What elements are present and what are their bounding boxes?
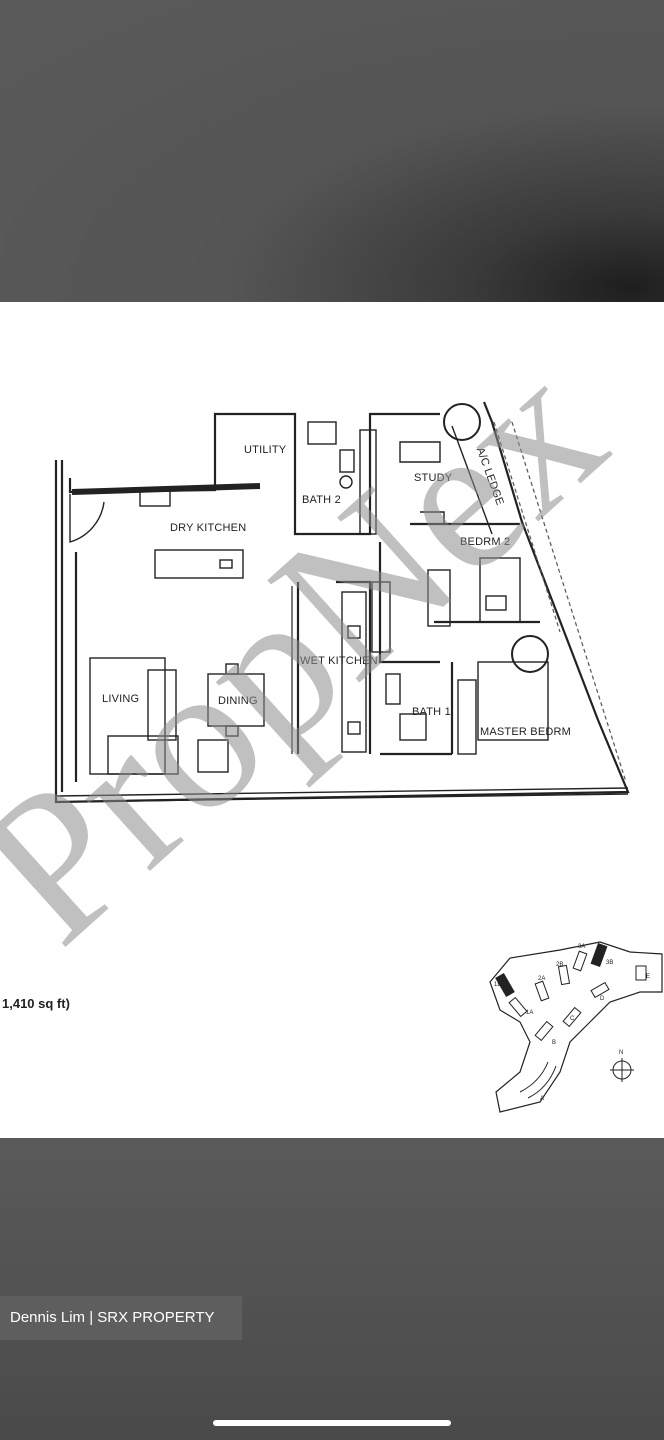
site-label-3b: 3B	[606, 960, 613, 966]
room-label-bath-2: BATH 2	[302, 494, 341, 506]
site-label-d: D	[600, 996, 605, 1002]
site-label-2a: 2A	[538, 976, 545, 982]
room-label-master-bedrm: MASTER BEDRM	[480, 726, 571, 738]
room-label-bedrm-2: BEDRM 2	[460, 536, 510, 548]
photo-credit: Dennis Lim | SRX PROPERTY	[0, 1296, 242, 1340]
room-label-bath-1: BATH 1	[412, 706, 451, 718]
site-label-2b: 2B	[556, 962, 563, 968]
room-label-utility: UTILITY	[244, 444, 287, 456]
room-label-wet-kitchen: WET KITCHEN	[300, 655, 378, 667]
room-label-dry-kitchen: DRY KITCHEN	[170, 522, 246, 534]
unit-area-label: 1,410 sq ft)	[2, 996, 70, 1011]
site-label-1a: 1A	[526, 1010, 533, 1016]
photo-background-bottom	[0, 1138, 664, 1440]
image-viewer[interactable]: UTILITY BATH 2 STUDY A/C LEDGE DRY KITCH…	[0, 302, 664, 1138]
room-label-study: STUDY	[414, 472, 453, 484]
home-indicator[interactable]	[213, 1420, 451, 1426]
site-label-1b: 1B	[494, 982, 501, 988]
room-label-living: LIVING	[102, 693, 139, 705]
site-label-3a: 3A	[578, 944, 585, 950]
room-label-dining: DINING	[218, 695, 258, 707]
site-label-b: B	[552, 1040, 556, 1046]
photo-background-top	[0, 0, 664, 302]
site-label-c: C	[570, 1016, 575, 1022]
floorplan-drawing: UTILITY BATH 2 STUDY A/C LEDGE DRY KITCH…	[54, 401, 663, 1113]
site-label-a: A	[540, 1096, 544, 1102]
floorplan-fixtures	[89, 403, 627, 783]
site-label-e: E	[646, 974, 650, 980]
site-plan	[489, 941, 663, 1113]
site-label-north: N	[619, 1050, 623, 1056]
site-plan-labels: 1B 1A 2A 2B 3A 3B A B C D E N	[494, 944, 650, 1102]
